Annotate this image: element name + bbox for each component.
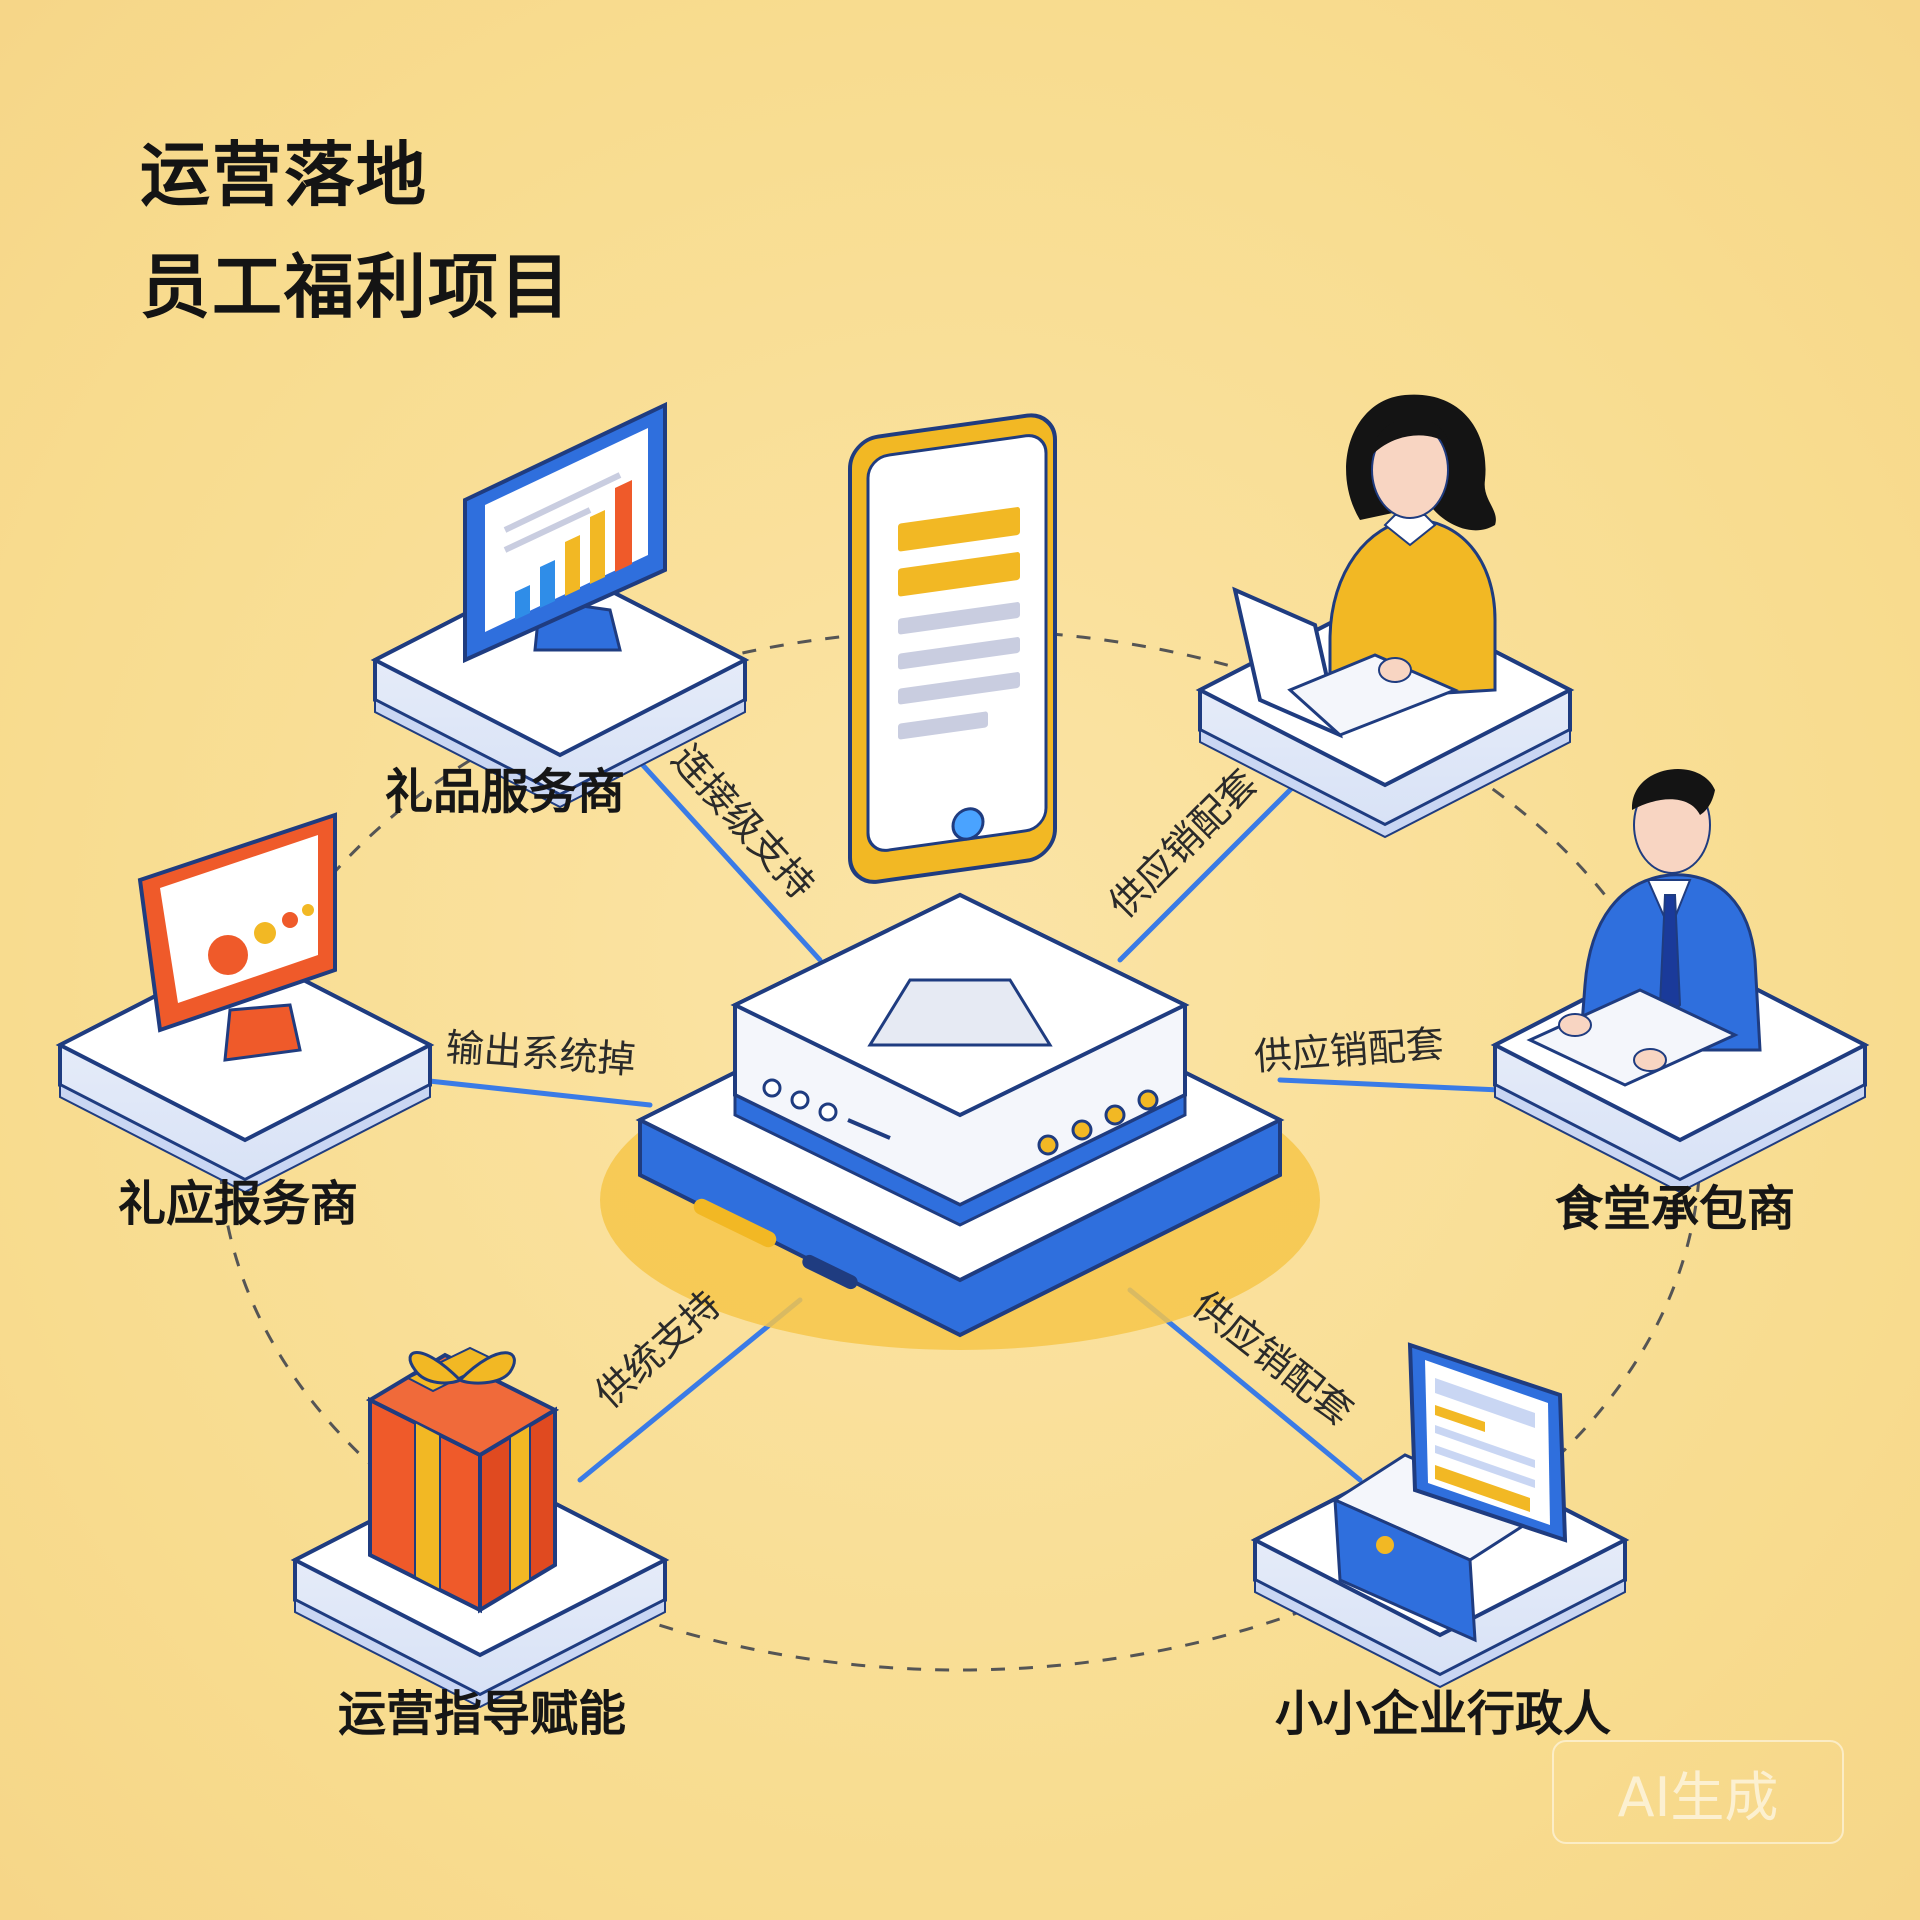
edge-label-mid-right: 供应销配套 [1253,1022,1446,1079]
edge-line-bottom-left [577,1297,803,1483]
edge-line-top-left [617,737,823,963]
edge-label-bottom-left: 供统支持 [587,1282,729,1416]
tablet-keyboard-icon [1250,1342,1630,1689]
title-line-2: 员工福利项目 [140,246,572,328]
edge-line-mid-left [417,1077,653,1108]
edge-line-mid-right [1277,1077,1503,1093]
man-keyboard-icon [1490,768,1870,1194]
edge-label-top-left: 连接级支持 [663,737,823,908]
ai-generated-watermark: AI生成 [1552,1740,1844,1844]
node-label-bottom-right: 小小企业行政人 [1275,1686,1612,1742]
node-label-mid-right: 食堂承包商 [1555,1181,1796,1237]
node-label-bottom-left: 运营指导赋能 [338,1686,627,1742]
monitor-dots-icon [55,812,435,1194]
edge-label-mid-left: 输出系统掉 [444,1025,637,1082]
monitor-bar-chart-icon [370,401,750,809]
edge-label-top-right: 供应销配套 [1100,761,1265,926]
central-phone-hub-icon [600,413,1320,1350]
node-label-mid-left: 礼应报务商 [118,1176,359,1232]
edge-line-top-right [1117,777,1303,963]
node-label-top-left: 礼品服务商 [385,764,626,820]
gift-box-icon [290,1346,670,1709]
title-line-1: 运营落地 [140,134,428,216]
woman-laptop-icon [1195,394,1575,839]
